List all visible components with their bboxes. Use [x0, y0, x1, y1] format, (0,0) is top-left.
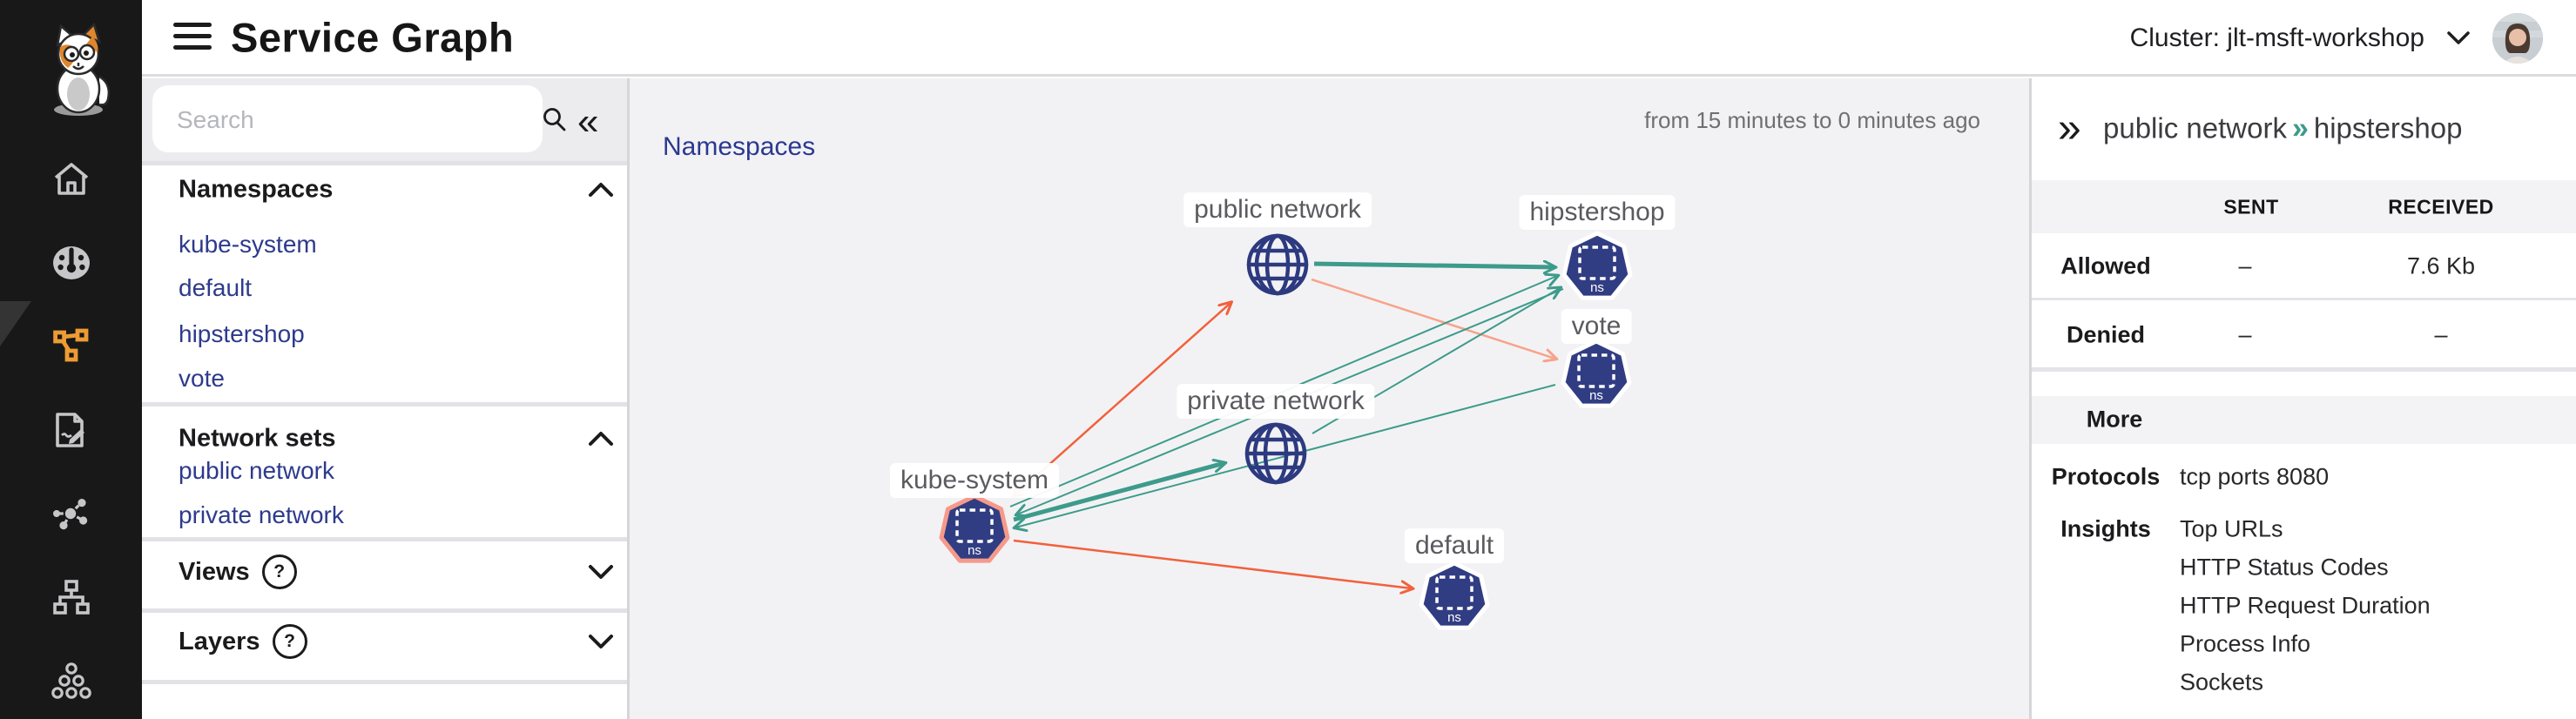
insight-item: HTTP Request Duration [2180, 592, 2431, 619]
search-icon[interactable] [541, 106, 567, 132]
node-private-network[interactable] [1244, 422, 1307, 485]
insight-item: Sockets [2180, 669, 2264, 695]
section-header-namespaces[interactable]: Namespaces [179, 176, 333, 205]
edge-kube-system--default[interactable] [1013, 539, 1412, 588]
search-input[interactable] [175, 85, 475, 154]
network-tree-icon[interactable] [0, 566, 142, 628]
search-strip: « [142, 78, 627, 161]
edge-source: public network [2103, 111, 2287, 144]
insight-item: HTTP Status Codes [2180, 554, 2389, 581]
nav-rail [0, 0, 142, 719]
section-label: Namespaces [179, 175, 334, 204]
svg-text:ns: ns [1447, 610, 1461, 625]
cluster-label[interactable]: Cluster: jlt-msft-workshop [2129, 24, 2424, 52]
panel-collapse-icon[interactable]: » [2058, 105, 2081, 151]
help-icon[interactable]: ? [272, 624, 307, 659]
page-title: Service Graph [231, 14, 515, 60]
rail-corner-notch [0, 301, 31, 346]
endpoints-icon[interactable] [0, 482, 142, 545]
policies-icon[interactable] [0, 399, 142, 461]
hamburger-menu-icon[interactable] [173, 23, 212, 54]
sidebar-item-public-network[interactable]: public network [179, 457, 334, 484]
node-label-kube-system[interactable]: kube-system [889, 463, 1060, 498]
canvas-heading: Namespaces [663, 132, 816, 161]
node-public-network[interactable] [1246, 233, 1309, 296]
divider [2032, 367, 2576, 372]
divider [2032, 298, 2576, 300]
node-label-vote[interactable]: vote [1561, 309, 1632, 344]
node-kube-system[interactable]: ns [939, 494, 1010, 563]
user-avatar[interactable] [2492, 13, 2543, 64]
sidebar-item-hipstershop[interactable]: hipstershop [179, 320, 305, 347]
collapse-sidebar-icon[interactable]: « [577, 100, 599, 143]
sidebar-item-default[interactable]: default [179, 274, 253, 301]
chevron-up-icon[interactable] [588, 431, 614, 447]
section-header-layers[interactable]: Layers ? [179, 624, 307, 659]
protocols-value: tcp ports 8080 [2180, 463, 2330, 490]
graph-canvas[interactable]: ns ns ns ns Namespaces from 15 minutes to 0… [630, 78, 2029, 719]
node-hipstershop[interactable]: ns [1561, 231, 1633, 300]
node-vote[interactable]: ns [1561, 339, 1632, 408]
sidebar-item-private-network[interactable]: private network [179, 501, 344, 528]
node-label-hipstershop[interactable]: hipstershop [1519, 195, 1676, 230]
protocols-label: Protocols [2051, 463, 2161, 490]
section-header-views[interactable]: Views ? [179, 554, 297, 589]
edge-direction-icon: » [2291, 111, 2309, 145]
chevron-down-icon[interactable] [588, 634, 614, 649]
edge-title: public network»hipstershop [2103, 112, 2462, 146]
cluster-icon[interactable] [0, 649, 142, 712]
node-label-default[interactable]: default [1404, 528, 1505, 563]
left-sidebar: « Namespaces kube-system default hipster… [142, 78, 630, 719]
time-range-label: from 15 minutes to 0 minutes ago [1644, 107, 1980, 133]
node-label-private-network[interactable]: private network [1177, 384, 1375, 419]
chevron-down-icon[interactable] [588, 564, 614, 580]
more-label[interactable]: More [2086, 406, 2143, 433]
rail-icon-list [0, 0, 142, 719]
home-icon[interactable] [0, 148, 142, 211]
calico-cat-logo [54, 23, 111, 116]
insight-item: Process Info [2180, 630, 2311, 657]
table-header-band: SENT RECEIVED [2032, 180, 2576, 233]
svg-text:ns: ns [1590, 280, 1604, 295]
chevron-down-icon[interactable] [2447, 31, 2470, 45]
svg-text:ns: ns [1589, 388, 1603, 403]
details-header: » public network»hipstershop [2032, 78, 2576, 165]
svg-text:ns: ns [968, 543, 981, 558]
section-label: Layers [179, 627, 260, 655]
insight-item: Top URLs [2180, 515, 2283, 542]
divider [142, 161, 627, 165]
edge-target: hipstershop [2313, 111, 2463, 144]
top-bar: Service Graph Cluster: jlt-msft-workshop [142, 0, 2576, 77]
divider [142, 537, 627, 541]
column-received: RECEIVED [2388, 195, 2494, 218]
section-label: Network sets [179, 424, 336, 453]
service-graph-icon[interactable] [0, 315, 142, 378]
cluster-selector[interactable]: Cluster: jlt-msft-workshop [2130, 0, 2543, 77]
section-header-network-sets[interactable]: Network sets [179, 425, 336, 454]
node-default[interactable]: ns [1419, 561, 1490, 630]
divider [142, 680, 627, 684]
divider [142, 608, 627, 613]
edge-kube-system--private-network[interactable] [1013, 463, 1224, 522]
edge-public-network--hipstershop[interactable] [1313, 264, 1554, 267]
divider [142, 402, 627, 407]
node-label-public-network[interactable]: public network [1183, 192, 1372, 227]
column-sent: SENT [2223, 195, 2279, 218]
search-box [152, 85, 566, 154]
sidebar-item-kube-system[interactable]: kube-system [179, 231, 317, 258]
sidebar-item-vote[interactable]: vote [179, 365, 225, 392]
chevron-up-icon[interactable] [588, 182, 614, 198]
dashboard-icon[interactable] [0, 232, 142, 294]
insights-label: Insights [2060, 515, 2151, 542]
help-icon[interactable]: ? [261, 554, 297, 589]
section-label: Views [179, 557, 250, 586]
edge-public-network--vote[interactable] [1311, 278, 1555, 359]
more-band[interactable]: More [2032, 396, 2576, 444]
details-panel: » public network»hipstershop SENT RECEIV… [2029, 78, 2576, 719]
